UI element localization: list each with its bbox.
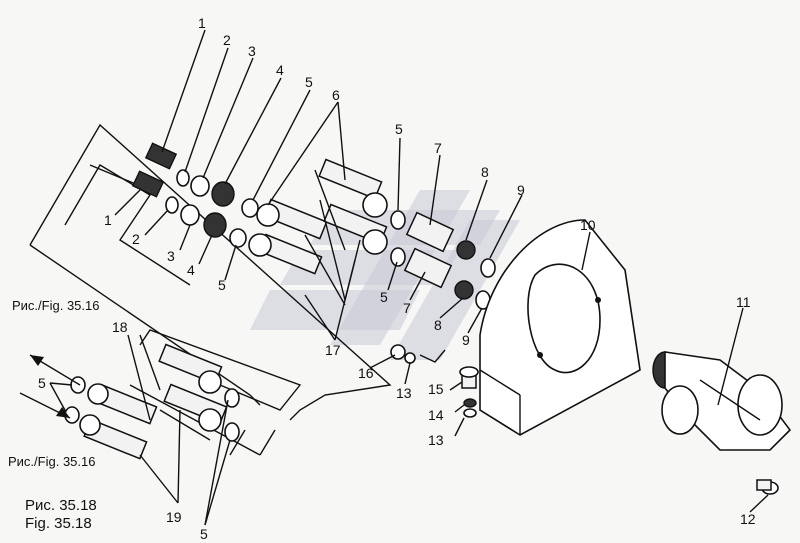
label-part-8: 8 — [481, 164, 489, 180]
label-part-11: 11 — [736, 294, 751, 310]
valve-assembly — [652, 351, 792, 451]
label-part-7: 7 — [434, 140, 442, 156]
mounting-bolt-set — [459, 366, 479, 418]
label-part-7-lower: 7 — [403, 300, 411, 316]
label-part-8-lower: 8 — [434, 317, 442, 333]
label-part-5-bottom: 5 — [200, 526, 208, 542]
label-part-5: 5 — [305, 74, 313, 90]
assembly-outline-frame — [29, 123, 392, 456]
label-part-5-left: 5 — [38, 375, 46, 391]
label-part-5-lower: 5 — [218, 277, 226, 293]
figure-reference-top: Рис./Fig. 35.16 — [12, 298, 99, 313]
leader-lines — [49, 29, 769, 526]
label-part-5-upper-right: 5 — [395, 121, 403, 137]
part-number-labels: 1 2 3 4 5 6 1 2 3 4 5 5 7 8 9 10 11 5 7 … — [38, 15, 756, 542]
flow-arrows — [19, 354, 81, 419]
label-part-3: 3 — [248, 43, 256, 59]
label-part-15: 15 — [428, 381, 444, 397]
bolt-12 — [756, 479, 779, 495]
label-part-6: 6 — [332, 87, 340, 103]
figure-caption-ru: Рис. 35.18 — [25, 497, 97, 514]
label-part-2-lower: 2 — [132, 231, 140, 247]
label-part-2: 2 — [223, 32, 231, 48]
label-part-17: 17 — [325, 342, 341, 358]
lower-fitting-group — [131, 170, 247, 248]
label-part-1: 1 — [198, 15, 206, 31]
label-part-13-upper: 13 — [396, 385, 412, 401]
label-part-1-lower: 1 — [104, 212, 112, 228]
label-part-12: 12 — [740, 511, 756, 527]
label-part-5-mid: 5 — [380, 289, 388, 305]
support-housing — [479, 219, 641, 436]
label-part-13-lower: 13 — [428, 432, 444, 448]
upper-fitting-group — [144, 142, 259, 218]
label-part-18: 18 — [112, 319, 128, 335]
label-part-14: 14 — [428, 407, 444, 423]
label-part-4: 4 — [276, 62, 284, 78]
lower-bolt-group — [64, 343, 240, 460]
label-part-9: 9 — [517, 182, 525, 198]
label-part-9-lower: 9 — [462, 332, 470, 348]
label-part-19: 19 — [166, 509, 182, 525]
label-part-16: 16 — [358, 365, 374, 381]
adapter-group — [390, 210, 496, 310]
figure-reference-bottom: Рис./Fig. 35.16 — [8, 454, 95, 469]
figure-caption-en: Fig. 35.18 — [25, 515, 92, 532]
label-part-4-lower: 4 — [187, 262, 195, 278]
hollow-bolts — [248, 158, 388, 275]
label-part-10: 10 — [580, 217, 596, 233]
label-part-3-lower: 3 — [167, 248, 175, 264]
